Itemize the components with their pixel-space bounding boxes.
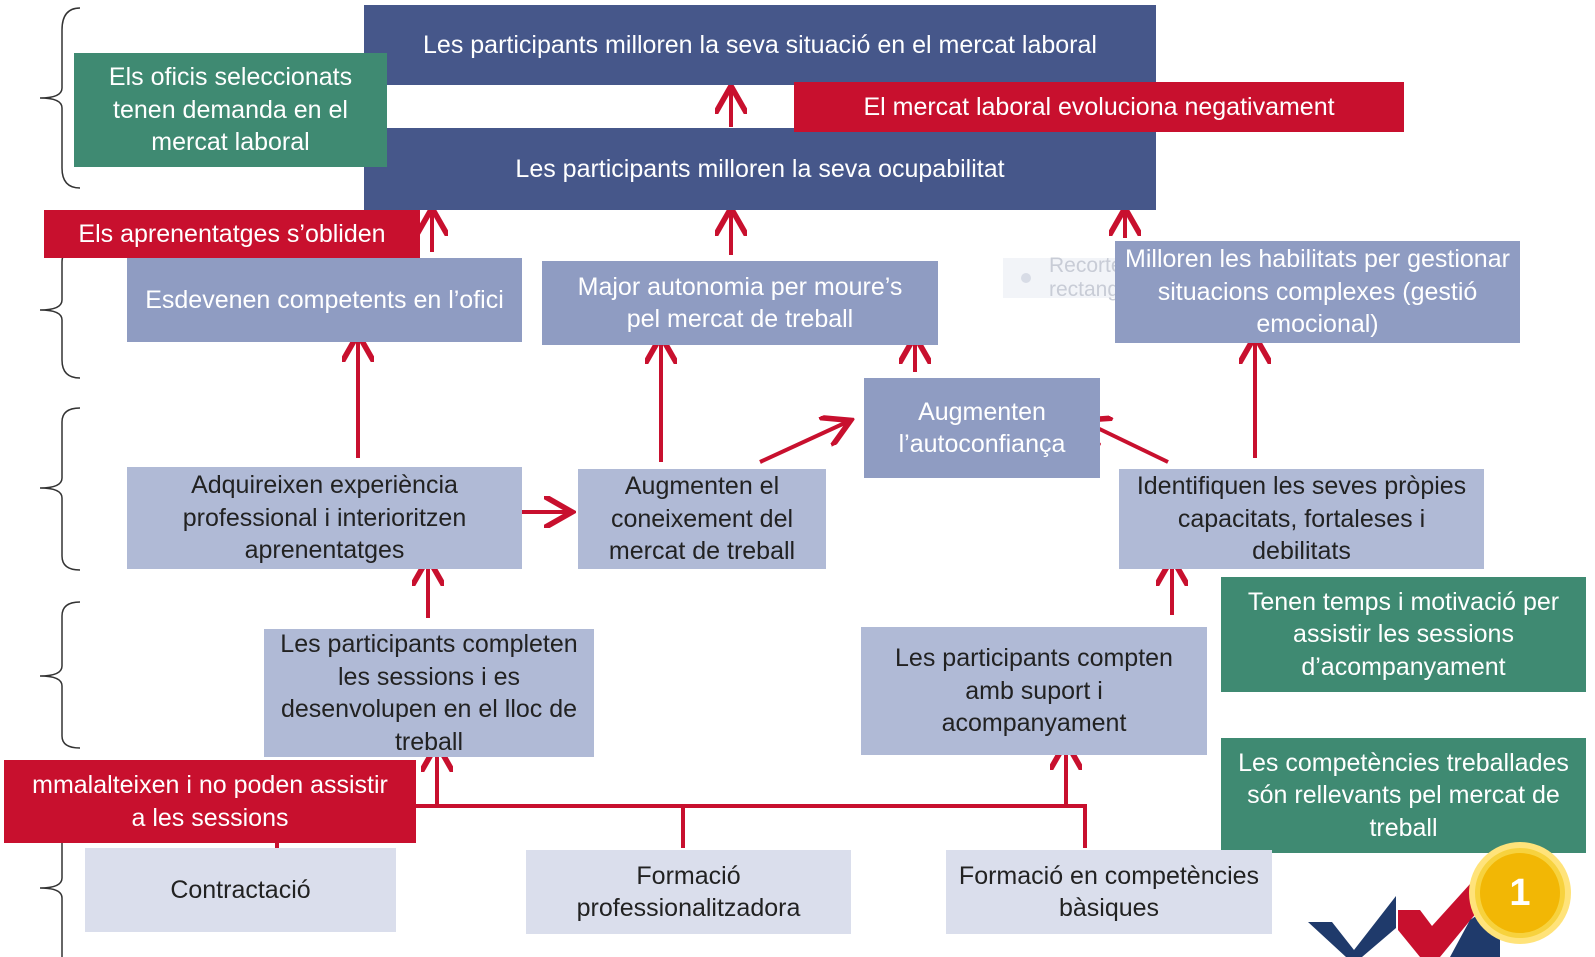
- ghost-dot-icon: [1021, 273, 1031, 283]
- impact-employability-label: Les participants milloren la seva ocupab…: [515, 154, 1005, 183]
- input-contract-label: Contractació: [170, 875, 311, 904]
- logo-checkmarks-icon: [1308, 884, 1500, 957]
- input-basic-label: Formació en competències bàsiques: [958, 861, 1260, 923]
- assumption-trades-box: Els oficis seleccionats tenen demanda en…: [74, 53, 387, 167]
- input-contract-box: Contractació: [85, 848, 396, 932]
- page-number-label: 1: [1509, 871, 1531, 914]
- output-support-label: Les participants compten amb suport i ac…: [895, 644, 1173, 738]
- outcome-competent-label: Esdevenen competents en l’ofici: [145, 285, 504, 314]
- risk-forget-box: Els aprenentatges s’obliden: [44, 210, 420, 258]
- outcome-skills-label: Milloren les habilitats per gestionar si…: [1125, 245, 1510, 339]
- arrow-knowledge-to-selfconf: [759, 422, 847, 464]
- outcome-knowledge-box: Augmenten el coneixement del mercat de t…: [578, 469, 826, 569]
- outcome-autonomy-label: Major autonomia per moure’s pel mercat d…: [577, 272, 903, 334]
- outcome-identify-box: Identifiquen les seves pròpies capacitat…: [1119, 469, 1484, 569]
- outcome-selfconfidence-label: Augmenten l’autoconfiança: [898, 397, 1066, 459]
- assumption-trades-label: Els oficis seleccionats tenen demanda en…: [108, 63, 353, 157]
- output-complete-label: Les participants completen les sessions …: [280, 630, 578, 756]
- outcome-identify-label: Identifiquen les seves pròpies capacitat…: [1136, 472, 1467, 566]
- impact-top-label: Les participants milloren la seva situac…: [423, 30, 1097, 59]
- assumption-time-label: Tenen temps i motivació per assistir les…: [1247, 587, 1560, 681]
- assumption-time-box: Tenen temps i motivació per assistir les…: [1221, 577, 1586, 692]
- risk-forget-label: Els aprenentatges s’obliden: [78, 219, 386, 248]
- output-complete-box: Les participants completen les sessions …: [264, 629, 594, 757]
- outcome-knowledge-label: Augmenten el coneixement del mercat de t…: [608, 472, 796, 566]
- risk-market-label: El mercat laboral evoluciona negativamen…: [863, 92, 1335, 121]
- assumption-competences-label: Les competències treballades són relleva…: [1238, 748, 1569, 842]
- assumption-competences-box: Les competències treballades són relleva…: [1221, 738, 1586, 853]
- outcome-skills-box: Milloren les habilitats per gestionar si…: [1115, 241, 1520, 343]
- outcome-autonomy-box: Major autonomia per moure’s pel mercat d…: [542, 261, 938, 345]
- brace-level-3: [39, 407, 81, 571]
- impact-top-box: Les participants milloren la seva situac…: [364, 5, 1156, 85]
- risk-sick-label: mmalalteixen i no poden assistir a les s…: [32, 771, 388, 832]
- output-support-box: Les participants compten amb suport i ac…: [861, 627, 1207, 755]
- outcome-selfconfidence-box: Augmenten l’autoconfiança: [864, 378, 1100, 478]
- impact-employability-box: Les participants milloren la seva ocupab…: [364, 128, 1156, 210]
- brace-level-4: [39, 601, 81, 749]
- input-training-box: Formació professionalitzadora: [526, 850, 851, 934]
- outcome-competent-box: Esdevenen competents en l’ofici: [127, 258, 522, 342]
- risk-market-box: El mercat laboral evoluciona negativamen…: [794, 82, 1404, 132]
- outcome-experience-box: Adquireixen experiència professional i i…: [127, 467, 522, 569]
- brace-level-1: [39, 7, 81, 189]
- risk-sick-box: mmalalteixen i no poden assistir a les s…: [4, 760, 416, 843]
- input-training-label: Formació professionalitzadora: [576, 861, 801, 923]
- input-basic-box: Formació en competències bàsiques: [946, 850, 1272, 934]
- outcome-experience-label: Adquireixen experiència professional i i…: [182, 471, 467, 565]
- brace-level-2: [39, 247, 81, 379]
- page-number-badge: 1: [1475, 848, 1565, 938]
